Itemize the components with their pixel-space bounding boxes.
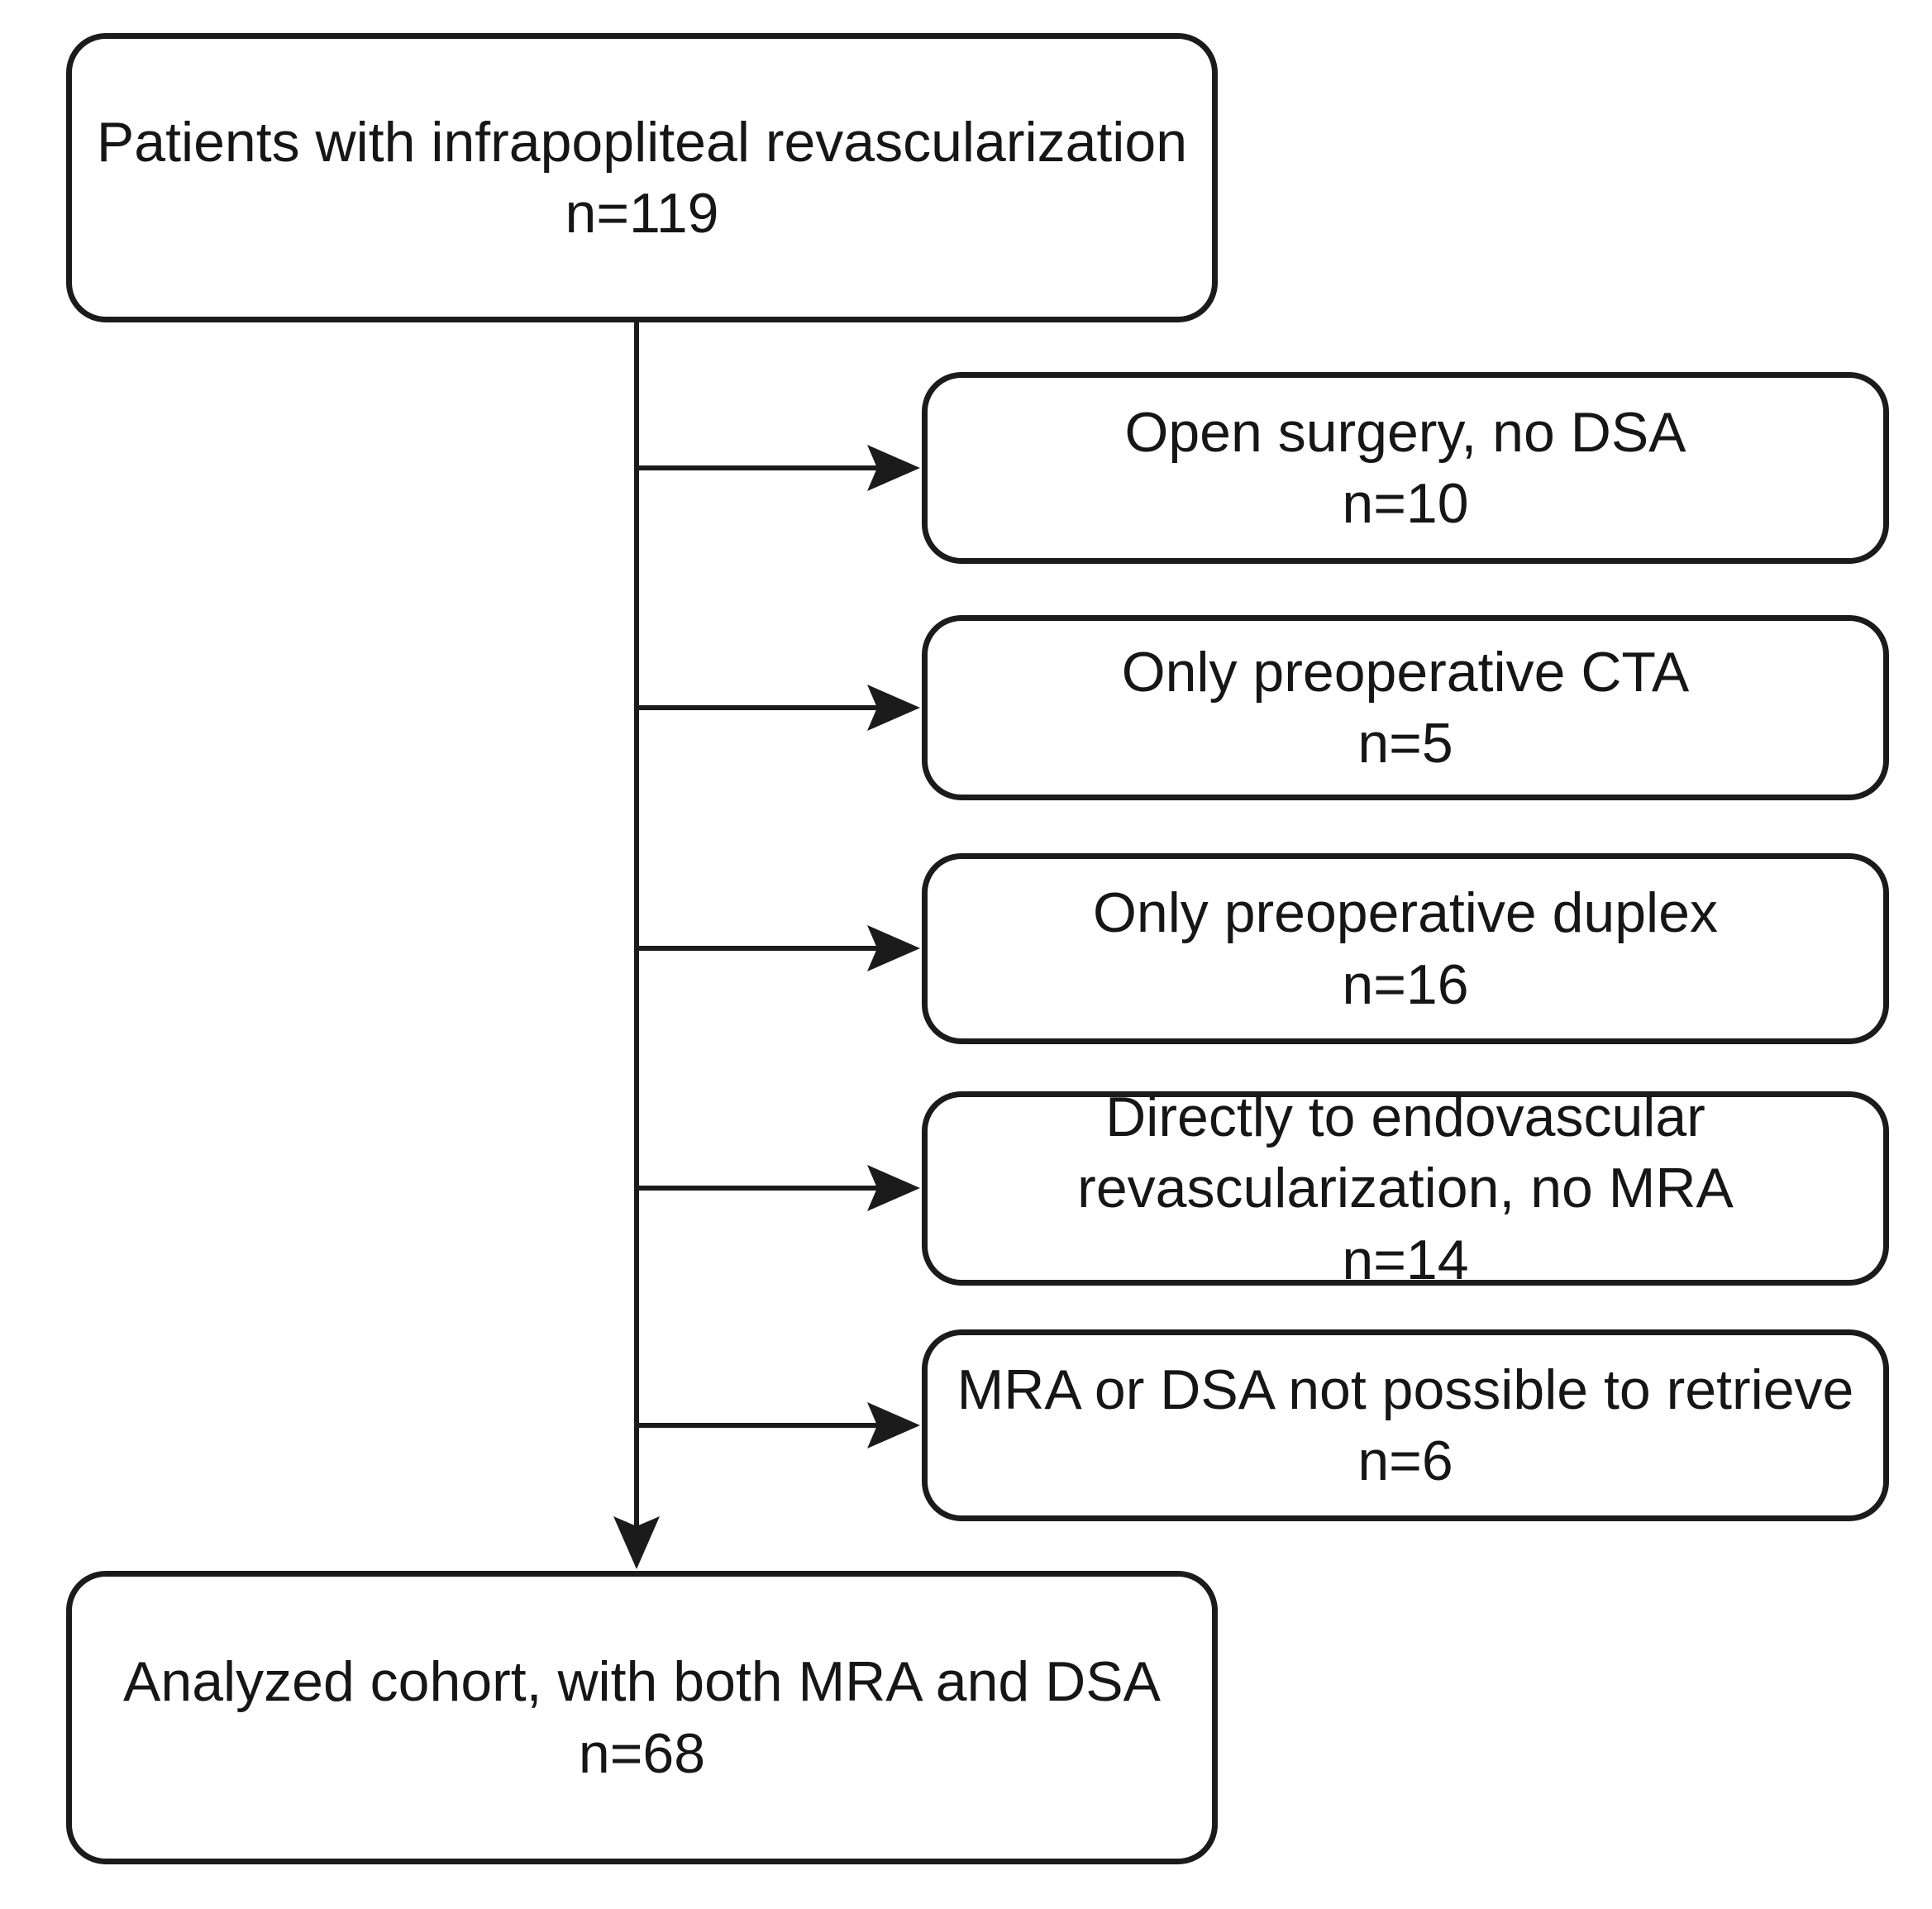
box-count: n=10 (1342, 472, 1469, 535)
box-count: n=6 (1357, 1429, 1453, 1492)
box-label: MRA or DSA not possible to retrieve (956, 1358, 1854, 1421)
arrowhead-right-2 (867, 685, 920, 731)
box-count: n=5 (1357, 712, 1453, 775)
box-exclusion-only-duplex: Only preoperative duplex n=16 (922, 853, 1889, 1044)
box-label: Directly to endovascular revascularizati… (1077, 1085, 1734, 1220)
box-count: n=68 (578, 1721, 706, 1785)
box-label: Open surgery, no DSA (1124, 400, 1686, 464)
box-label: Only preoperative duplex (1092, 881, 1718, 945)
box-exclusion-not-retrievable: MRA or DSA not possible to retrieve n=6 (922, 1329, 1889, 1521)
arrowhead-down-final (613, 1516, 660, 1569)
box-exclusion-direct-endovascular: Directly to endovascular revascularizati… (922, 1086, 1889, 1291)
box-exclusion-only-cta: Only preoperative CTA n=5 (922, 615, 1889, 800)
box-exclusion-open-surgery: Open surgery, no DSA n=10 (922, 372, 1889, 564)
arrowhead-right-1 (867, 445, 920, 491)
box-analyzed-cohort: Analyzed cohort, with both MRA and DSA n… (66, 1571, 1218, 1864)
box-label: Patients with infrapopliteal revasculari… (96, 110, 1188, 174)
arrowhead-right-5 (867, 1402, 920, 1448)
box-count: n=14 (1342, 1228, 1469, 1291)
box-count: n=16 (1342, 952, 1469, 1016)
arrowhead-right-4 (867, 1165, 920, 1211)
box-total-patients: Patients with infrapopliteal revasculari… (66, 33, 1218, 322)
arrowhead-right-3 (867, 925, 920, 971)
box-count: n=119 (565, 182, 719, 245)
box-label: Only preoperative CTA (1121, 640, 1690, 704)
box-label: Analyzed cohort, with both MRA and DSA (123, 1650, 1161, 1714)
